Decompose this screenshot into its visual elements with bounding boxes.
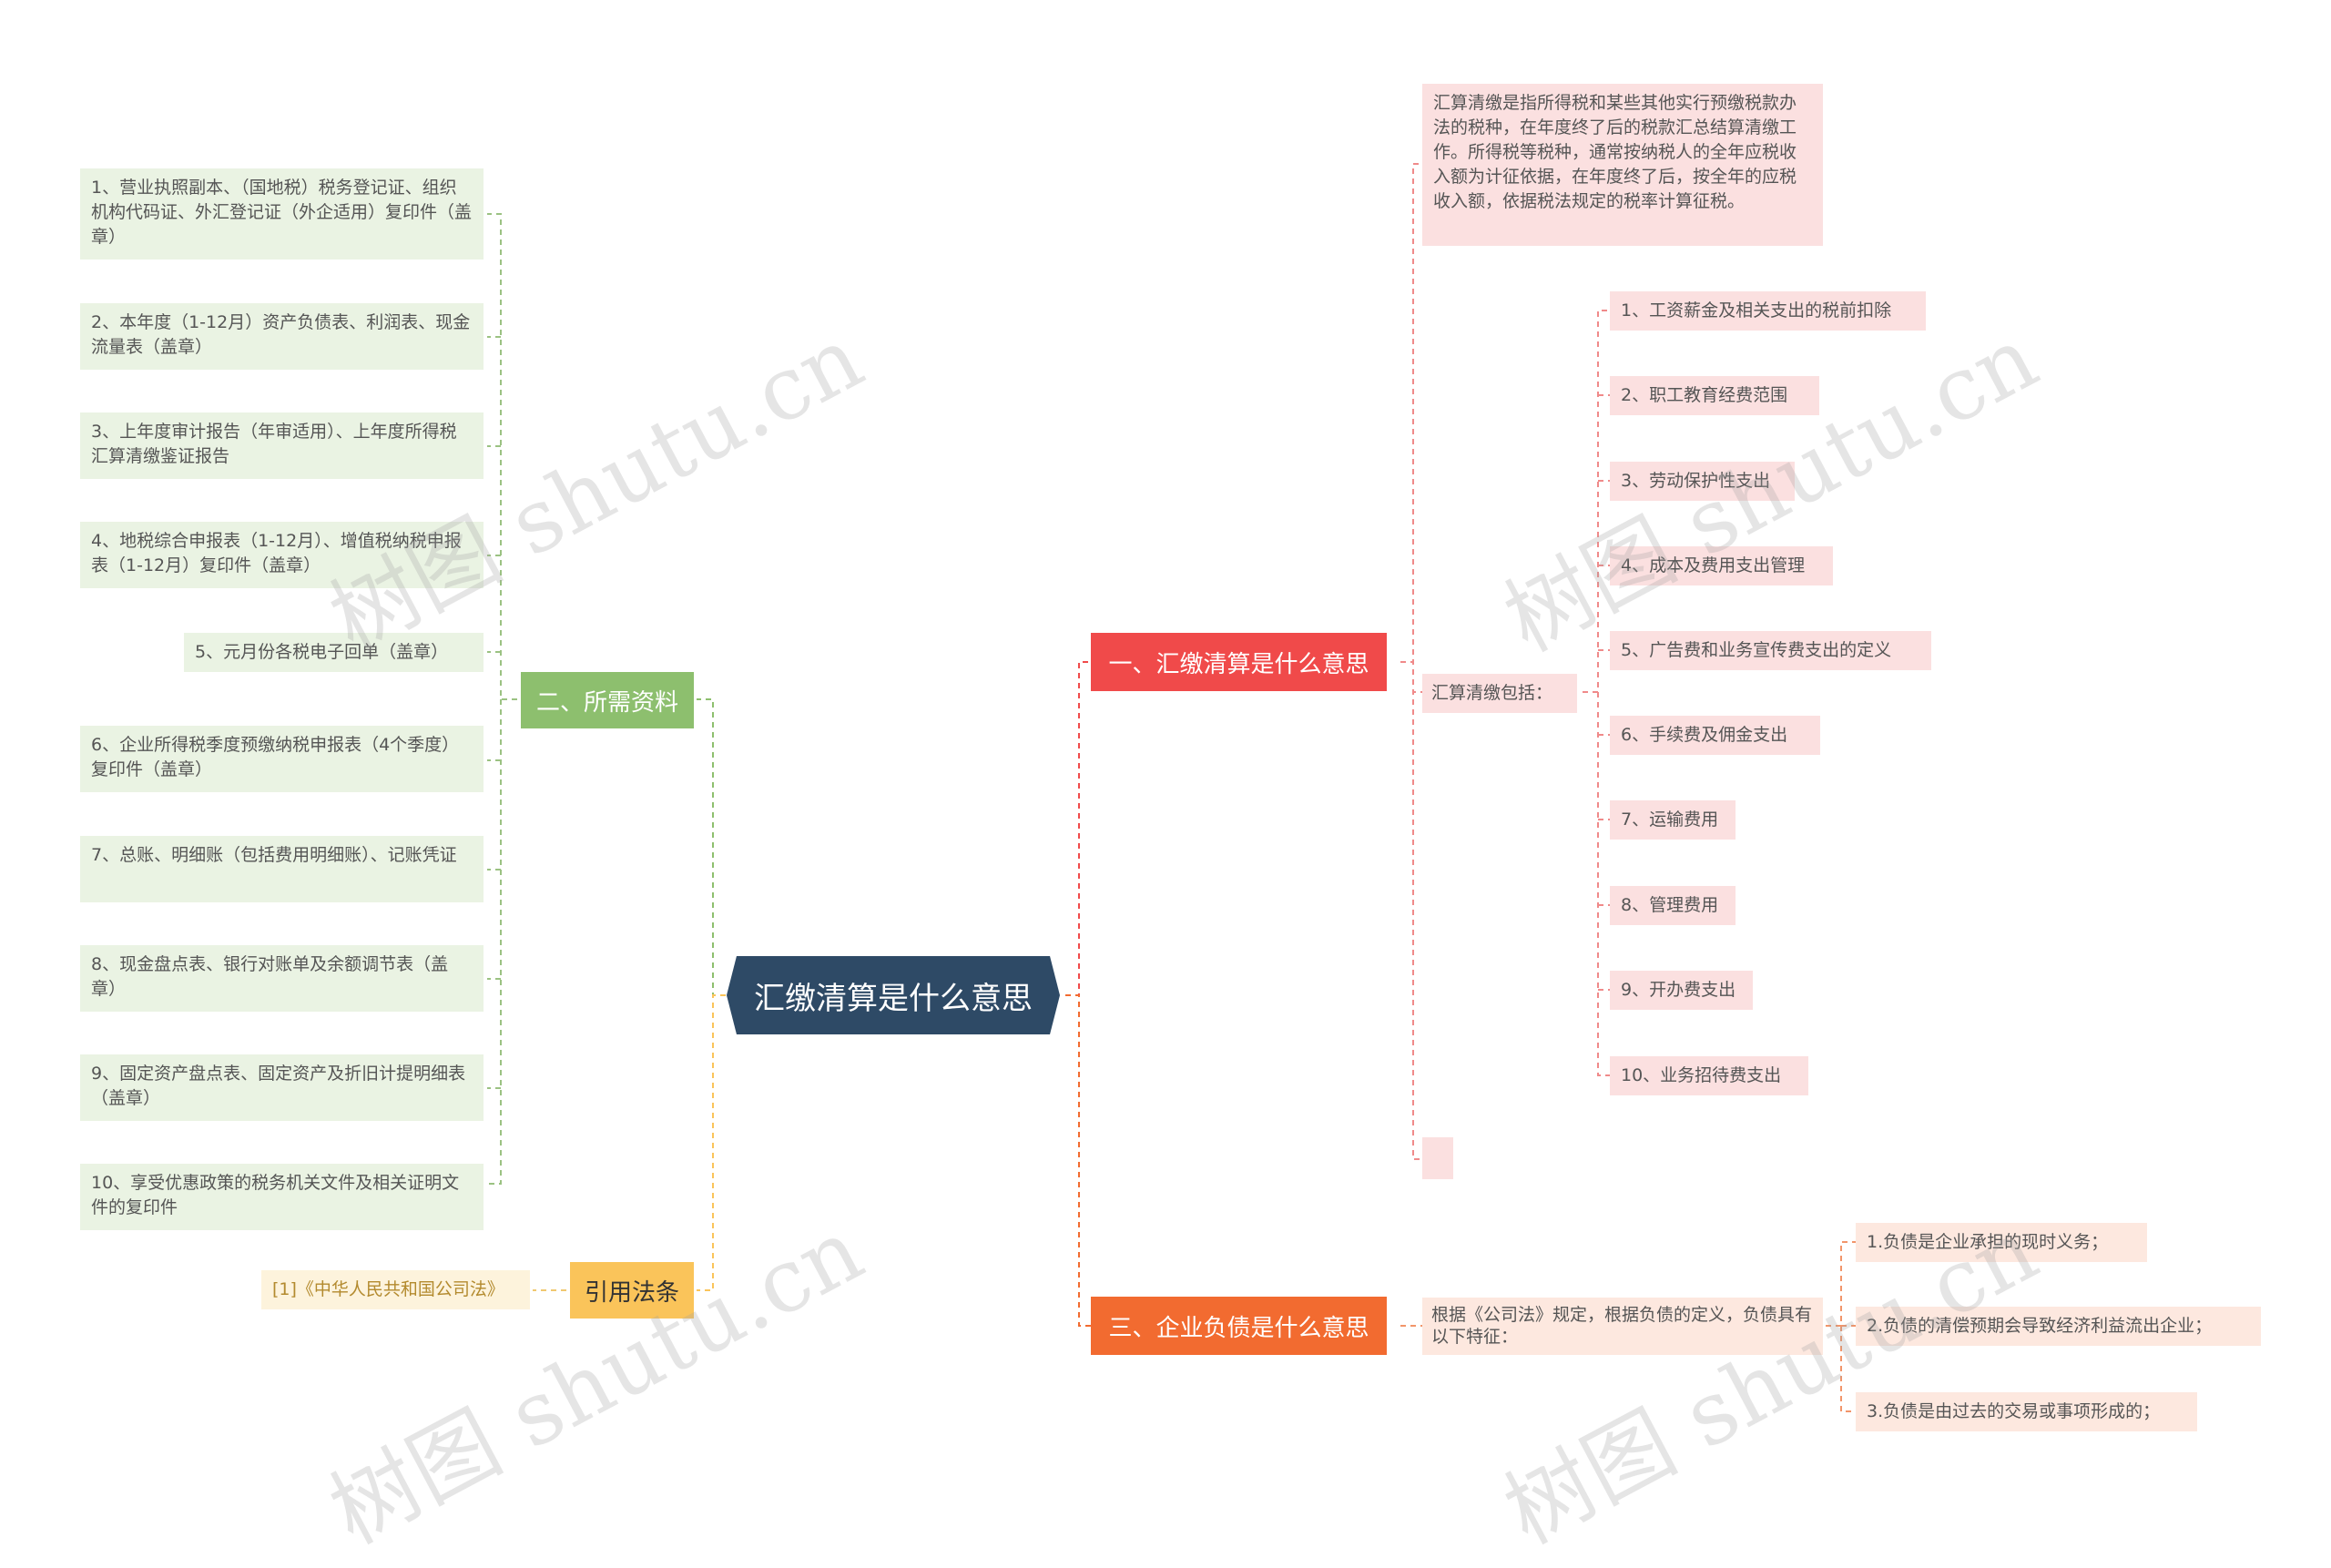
include-item-label: 7、运输费用 [1621,809,1719,830]
includes-label: 汇算清缴包括： [1431,683,1553,703]
material-item[interactable]: 8、现金盘点表、银行对账单及余额调节表（盖章） [80,945,484,1012]
root-topic[interactable]: 汇缴清算是什么意思 [727,956,1060,1034]
citation-item[interactable]: [1]《中华人民共和国公司法》 [261,1270,530,1309]
include-item[interactable]: 6、手续费及佣金支出 [1610,716,1820,755]
include-item-label: 6、手续费及佣金支出 [1621,725,1788,745]
citation-item-label: [1]《中华人民共和国公司法》 [272,1279,504,1299]
material-item-label: 5、元月份各税电子回单（盖章） [195,642,449,662]
include-item-label: 2、职工教育经费范围 [1621,385,1788,405]
branch-citation[interactable]: 引用法条 [570,1262,694,1319]
include-item-label: 4、成本及费用支出管理 [1621,555,1806,575]
branch-liability-label: 三、企业负债是什么意思 [1108,1314,1369,1342]
include-item-label: 5、广告费和业务宣传费支出的定义 [1621,640,1892,660]
include-item[interactable]: 1、工资薪金及相关支出的税前扣除 [1610,291,1926,331]
include-item-label: 8、管理费用 [1621,895,1719,915]
material-item[interactable]: 9、固定资产盘点表、固定资产及折旧计提明细表（盖章） [80,1054,484,1121]
material-item-label: 8、现金盘点表、银行对账单及余额调节表（盖章） [91,954,449,999]
branch-meaning-label: 一、汇缴清算是什么意思 [1108,650,1369,678]
definition-text: 汇算清缴是指所得税和某些其他实行预缴税款办法的税种，在年度终了后的税款汇总结算清… [1433,93,1797,211]
include-item-label: 10、业务招待费支出 [1621,1065,1782,1085]
material-item-label: 4、地税综合申报表（1-12月）、增值税纳税申报表（1-12月）复印件（盖章） [91,531,462,575]
definition-node[interactable]: 汇算清缴是指所得税和某些其他实行预缴税款办法的税种，在年度终了后的税款汇总结算清… [1422,84,1823,246]
connector-lines [487,163,1858,1412]
include-item-label: 9、开办费支出 [1621,980,1736,1000]
include-item[interactable]: 8、管理费用 [1610,886,1736,925]
branch-materials[interactable]: 二、所需资料 [521,672,694,728]
liability-feature[interactable]: 2.负债的清偿预期会导致经济利益流出企业； [1856,1307,2261,1346]
include-item[interactable]: 4、成本及费用支出管理 [1610,546,1833,585]
material-item-label: 3、上年度审计报告（年审适用）、上年度所得税汇算清缴鉴证报告 [91,422,457,466]
include-item[interactable]: 9、开办费支出 [1610,971,1753,1010]
include-item[interactable]: 7、运输费用 [1610,800,1736,840]
material-item-label: 2、本年度（1-12月）资产负债表、利润表、现金流量表（盖章） [91,312,471,357]
material-item-label: 10、享受优惠政策的税务机关文件及相关证明文件的复印件 [91,1173,460,1217]
material-item[interactable]: 1、营业执照副本、（国地税）税务登记证、组织机构代码证、外汇登记证（外企适用）复… [80,168,484,260]
include-item-label: 1、工资薪金及相关支出的税前扣除 [1621,300,1892,321]
root-topic-label: 汇缴清算是什么意思 [754,980,1033,1017]
material-item[interactable]: 5、元月份各税电子回单（盖章） [184,633,484,672]
include-item-label: 3、劳动保护性支出 [1621,471,1771,491]
material-item[interactable]: 6、企业所得税季度预缴纳税申报表（4个季度）复印件（盖章） [80,726,484,792]
material-item-label: 1、营业执照副本、（国地税）税务登记证、组织机构代码证、外汇登记证（外企适用）复… [91,178,473,247]
branch-meaning[interactable]: 一、汇缴清算是什么意思 [1091,633,1387,691]
material-item[interactable]: 4、地税综合申报表（1-12月）、增值税纳税申报表（1-12月）复印件（盖章） [80,522,484,588]
liability-feature-label: 3.负债是由过去的交易或事项形成的； [1867,1401,2161,1421]
material-item[interactable]: 3、上年度审计报告（年审适用）、上年度所得税汇算清缴鉴证报告 [80,412,484,479]
material-item-label: 7、总账、明细账（包括费用明细账）、记账凭证 [91,845,457,865]
material-item[interactable]: 10、享受优惠政策的税务机关文件及相关证明文件的复印件 [80,1164,484,1230]
material-item[interactable]: 2、本年度（1-12月）资产负债表、利润表、现金流量表（盖章） [80,303,484,370]
liability-intro-text: 根据《公司法》规定，根据负债的定义，负债具有以下特征： [1431,1305,1813,1347]
liability-feature[interactable]: 3.负债是由过去的交易或事项形成的； [1856,1392,2197,1431]
liability-feature-label: 2.负债的清偿预期会导致经济利益流出企业； [1867,1316,2213,1336]
includes-node[interactable]: 汇算清缴包括： [1422,674,1577,713]
include-item[interactable]: 10、业务招待费支出 [1610,1056,1808,1095]
material-item[interactable]: 7、总账、明细账（包括费用明细账）、记账凭证 [80,836,484,902]
liability-intro-node[interactable]: 根据《公司法》规定，根据负债的定义，负债具有以下特征： [1422,1298,1823,1355]
empty-node[interactable] [1422,1137,1453,1179]
material-item-label: 9、固定资产盘点表、固定资产及折旧计提明细表（盖章） [91,1064,466,1108]
include-item[interactable]: 3、劳动保护性支出 [1610,462,1795,501]
branch-materials-label: 二、所需资料 [535,688,678,717]
include-item[interactable]: 5、广告费和业务宣传费支出的定义 [1610,631,1931,670]
material-item-label: 6、企业所得税季度预缴纳税申报表（4个季度）复印件（盖章） [91,735,460,779]
include-item[interactable]: 2、职工教育经费范围 [1610,376,1819,415]
liability-feature[interactable]: 1.负债是企业承担的现时义务； [1856,1223,2147,1262]
branch-liability[interactable]: 三、企业负债是什么意思 [1091,1297,1387,1355]
liability-feature-label: 1.负债是企业承担的现时义务； [1867,1232,2109,1252]
branch-citation-label: 引用法条 [584,1278,679,1307]
